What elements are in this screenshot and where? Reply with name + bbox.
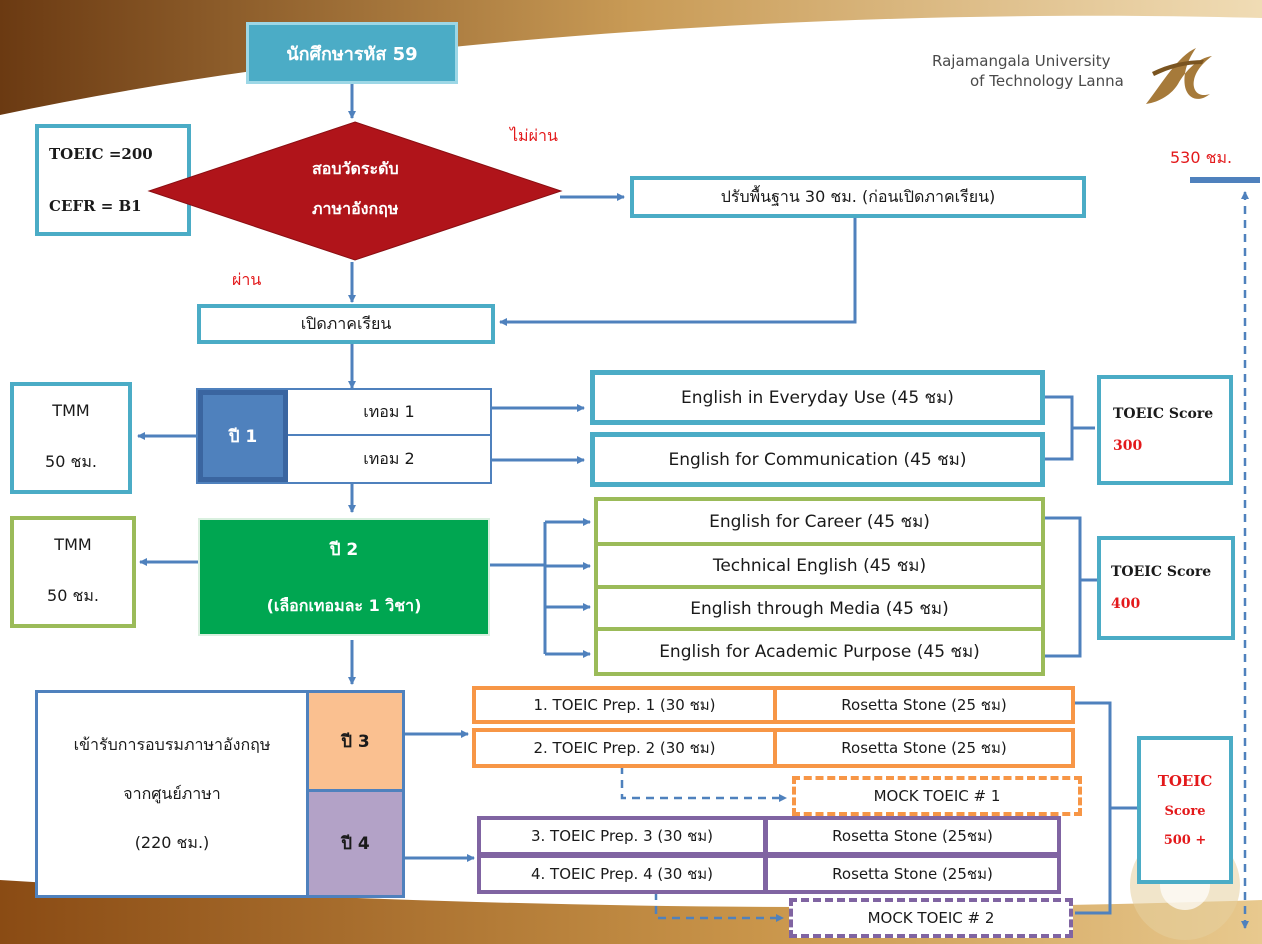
final-score-line1: TOEIC <box>1157 772 1213 790</box>
year1-score-value: 300 <box>1113 438 1143 454</box>
year2-note: (เลือกเทอมละ 1 วิชา) <box>266 595 422 615</box>
year3-label: ปี 3 <box>306 693 402 789</box>
year4-prep4: 4. TOEIC Prep. 4 (30 ชม) <box>477 854 767 894</box>
training-line2: จากศูนย์ภาษา <box>123 783 221 803</box>
year2-toeic-score: TOEIC Score 400 <box>1097 536 1235 640</box>
start-student-cohort: นักศึกษารหัส 59 <box>246 22 458 84</box>
fail-label: ไม่ผ่าน <box>510 126 558 145</box>
year2-tmm-box: TMM 50 ชม. <box>10 516 136 628</box>
remedial-course-box: ปรับพื้นฐาน 30 ชม. (ก่อนเปิดภาคเรียน) <box>630 176 1086 218</box>
year2-score-value: 400 <box>1111 596 1141 612</box>
year3-rosetta2: Rosetta Stone (25 ชม) <box>773 728 1075 768</box>
year3-rosetta1: Rosetta Stone (25 ชม) <box>773 686 1075 724</box>
language-center-training-box <box>35 690 405 898</box>
year3-prep2: 2. TOEIC Prep. 2 (30 ชม) <box>472 728 777 768</box>
placement-exam-diamond <box>147 121 563 261</box>
final-score-line2: Score <box>1164 804 1206 819</box>
year1-course-communication: English for Communication (45 ชม) <box>590 432 1045 487</box>
year2-score-title: TOEIC Score <box>1111 564 1212 580</box>
year2-box: ปี 2 (เลือกเทอมละ 1 วิชา) <box>198 518 490 636</box>
year2-course-media: English through Media (45 ชม) <box>594 587 1045 629</box>
year2-tmm-hours: 50 ชม. <box>47 586 99 605</box>
training-description: เข้ารับการอบรมภาษาอังกฤษ จากศูนย์ภาษา (2… <box>38 693 306 895</box>
semester-open-box: เปิดภาคเรียน <box>197 304 495 344</box>
year2-tmm-title: TMM <box>54 535 92 554</box>
year1-toeic-score: TOEIC Score 300 <box>1097 375 1233 485</box>
year1-tmm-title: TMM <box>52 401 90 420</box>
training-hours: (220 ชม.) <box>134 832 210 852</box>
rmutl-logo-icon <box>1146 48 1212 104</box>
year4-rosetta4: Rosetta Stone (25ชม) <box>764 854 1061 894</box>
year1-course-everyday: English in Everyday Use (45 ชม) <box>590 370 1045 425</box>
pass-label: ผ่าน <box>232 270 262 289</box>
placement-exam-line2: ภาษาอังกฤษ <box>312 199 399 218</box>
mock-toeic-1: MOCK TOEIC # 1 <box>792 776 1082 816</box>
year2-course-technical: Technical English (45 ชม) <box>594 544 1045 587</box>
year1-container <box>196 388 492 484</box>
total-hours-label: 530 ชม. <box>1170 148 1233 167</box>
year1-label: ปี 1 <box>198 390 288 482</box>
entry-level-box: TOEIC =200 CEFR = B1 <box>35 124 191 236</box>
placement-exam-line1: สอบวัดระดับ <box>312 159 399 178</box>
entry-toeic: TOEIC =200 <box>49 145 153 163</box>
final-toeic-score: TOEIC Score 500 + <box>1137 736 1233 884</box>
entry-cefr: CEFR = B1 <box>49 197 142 215</box>
year2-label: ปี 2 <box>329 539 359 560</box>
university-name-line1: Rajamangala University <box>932 52 1111 70</box>
final-score-line3: 500 + <box>1163 833 1207 848</box>
mock-toeic-2: MOCK TOEIC # 2 <box>789 898 1073 938</box>
year1-term2: เทอม 2 <box>288 436 490 482</box>
year4-prep3: 3. TOEIC Prep. 3 (30 ชม) <box>477 816 767 856</box>
year1-tmm-box: TMM 50 ชม. <box>10 382 132 494</box>
year1-tmm-hours: 50 ชม. <box>45 452 97 471</box>
university-name-line2: of Technology Lanna <box>970 72 1124 90</box>
year4-label: ปี 4 <box>306 789 402 895</box>
year4-rosetta3: Rosetta Stone (25ชม) <box>764 816 1061 856</box>
year2-course-academic: English for Academic Purpose (45 ชม) <box>594 629 1045 676</box>
year1-score-title: TOEIC Score <box>1113 406 1214 422</box>
training-line1: เข้ารับการอบรมภาษาอังกฤษ <box>73 734 271 754</box>
year1-term1: เทอม 1 <box>288 390 490 436</box>
year3-prep1: 1. TOEIC Prep. 1 (30 ชม) <box>472 686 777 724</box>
year2-course-career: English for Career (45 ชม) <box>594 497 1045 544</box>
